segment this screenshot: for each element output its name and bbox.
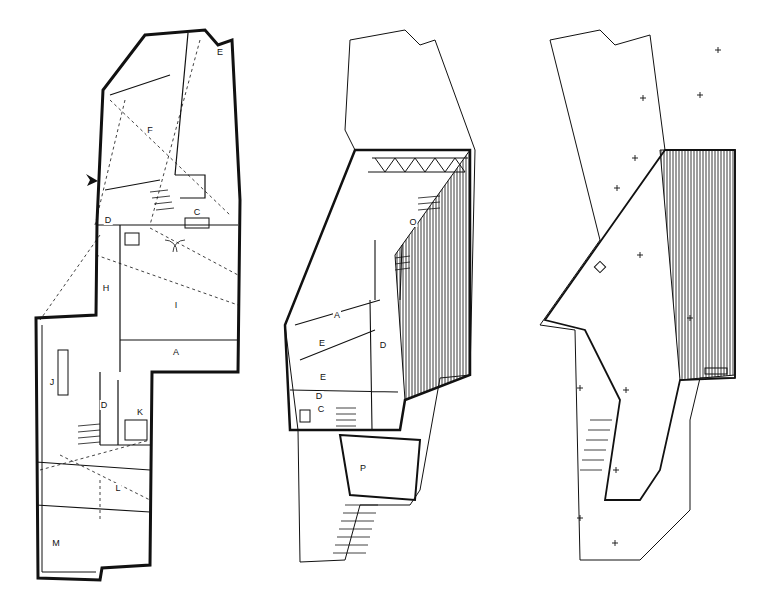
room-letter: D — [315, 391, 324, 401]
room-letter: E — [318, 338, 326, 348]
fixture — [300, 410, 310, 422]
ground-floor-plan — [36, 30, 240, 580]
room-letter: L — [114, 483, 121, 493]
fixture — [125, 233, 139, 245]
room-letter: D — [379, 340, 388, 350]
interior-walls — [290, 240, 402, 430]
room-p — [340, 435, 420, 500]
room-letter: C — [193, 207, 202, 217]
exterior-stairs — [333, 505, 378, 553]
stairs — [336, 196, 440, 426]
upper-floor-plan — [285, 30, 475, 562]
room-letter: F — [146, 125, 154, 135]
drain-crosses — [577, 47, 721, 546]
dashed-lines — [40, 40, 238, 520]
interior-walls — [36, 33, 238, 512]
roof-steps — [580, 420, 612, 470]
roof-volume — [545, 150, 735, 500]
ghost-outline — [540, 30, 735, 560]
room-letter: E — [216, 47, 224, 57]
ghost-outline — [285, 30, 475, 562]
entry-arrow — [86, 174, 98, 186]
door-swing — [165, 240, 185, 252]
room-letter: C — [317, 404, 326, 414]
room-letter: P — [359, 463, 367, 473]
room-letter: A — [333, 310, 341, 320]
truss — [368, 158, 468, 172]
outer-wall — [36, 30, 240, 580]
room-letter: K — [136, 407, 144, 417]
upper-volume — [285, 150, 470, 430]
room-letter: I — [174, 300, 179, 310]
counter — [58, 350, 68, 395]
roof-plan — [540, 30, 735, 560]
hatched-wall — [395, 150, 470, 400]
room-letter: J — [49, 377, 56, 387]
inner-wall — [42, 325, 96, 572]
parapet — [705, 368, 727, 374]
room-letter: A — [172, 347, 180, 357]
room-letter: O — [408, 217, 417, 227]
skylight — [594, 261, 605, 272]
fixture — [125, 420, 147, 440]
hatched-roof — [660, 150, 735, 380]
room-letter: M — [51, 538, 61, 548]
room-letter: H — [102, 283, 111, 293]
fixture — [185, 218, 209, 228]
room-letter: D — [104, 215, 113, 225]
room-letter: D — [100, 400, 109, 410]
room-letter: E — [319, 372, 327, 382]
stairs — [78, 190, 174, 444]
